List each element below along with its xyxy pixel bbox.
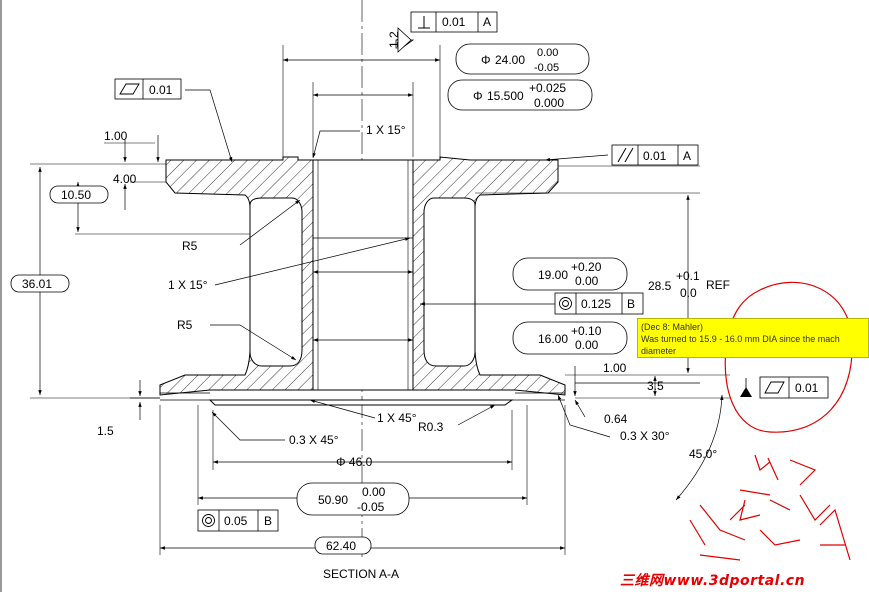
- dim-16: 16.00 +0.10 0.00: [512, 321, 628, 355]
- svg-text:1.00: 1.00: [603, 361, 627, 375]
- dim-19: 19.00 +0.20 0.00: [512, 257, 628, 291]
- watermark: 三维网www.3dportal.cn: [620, 573, 806, 589]
- perp-tol: 0.01: [442, 15, 466, 29]
- dim-50-9: 50.90 0.00 -0.05: [296, 482, 410, 516]
- svg-text:Φ: Φ: [473, 89, 483, 103]
- concentricity-icon: [559, 297, 572, 310]
- svg-text:24.00: 24.00: [495, 53, 525, 67]
- gdt-parallelism: 0.01 A: [611, 144, 699, 166]
- dim-15-5: Φ 15.500 +0.025 0.000: [447, 79, 593, 111]
- svg-text:0.00: 0.00: [537, 47, 558, 59]
- section-label: SECTION A-A: [323, 567, 399, 581]
- svg-text:0.01: 0.01: [643, 149, 667, 163]
- svg-text:50.90: 50.90: [318, 493, 348, 507]
- note-line-1: Was turned to 15.9 - 16.0 mm DIA since t…: [641, 334, 840, 344]
- svg-text:R0.3: R0.3: [418, 420, 444, 434]
- flatness-icon: [119, 83, 140, 95]
- svg-text:3.5: 3.5: [647, 379, 664, 393]
- svg-text:1.5: 1.5: [97, 424, 114, 438]
- svg-text:0.05: 0.05: [224, 514, 248, 528]
- svg-text:1 X 15°: 1 X 15°: [168, 278, 208, 292]
- dim-10-50: 10.50: [49, 185, 109, 204]
- perp-datum: A: [483, 15, 491, 29]
- svg-text:R5: R5: [182, 239, 198, 253]
- svg-text:Φ: Φ: [481, 53, 491, 67]
- svg-text:16.00: 16.00: [538, 332, 568, 346]
- svg-text:36.01: 36.01: [22, 277, 52, 291]
- svg-text:4.00: 4.00: [113, 172, 137, 186]
- svg-text:62.40: 62.40: [326, 539, 356, 553]
- part-right-web-cavity: [423, 197, 476, 367]
- dim-24: Φ 24.00 0.00 -0.05: [455, 43, 590, 75]
- svg-text:0.3 X 30°: 0.3 X 30°: [620, 429, 670, 443]
- part-left-web-cavity: [249, 197, 303, 367]
- svg-text:0.0: 0.0: [680, 286, 697, 300]
- svg-text:1 X 15°: 1 X 15°: [366, 123, 406, 137]
- svg-text:1.00: 1.00: [104, 129, 128, 143]
- svg-text:+0.10: +0.10: [571, 324, 602, 338]
- svg-text:10.50: 10.50: [61, 188, 91, 202]
- svg-text:B: B: [264, 514, 272, 528]
- note-line-2: diameter: [641, 346, 677, 356]
- svg-text:REF: REF: [706, 278, 730, 292]
- svg-text:R5: R5: [177, 318, 193, 332]
- svg-text:0.00: 0.00: [362, 485, 386, 499]
- svg-text:0.000: 0.000: [534, 96, 564, 110]
- svg-text:+0.025: +0.025: [529, 81, 566, 95]
- svg-text:19.00: 19.00: [538, 268, 568, 282]
- svg-text:1 X 45°: 1 X 45°: [377, 411, 417, 425]
- svg-text:15.500: 15.500: [487, 89, 524, 103]
- parallelism-icon: [617, 147, 627, 163]
- svg-text:0.00: 0.00: [575, 274, 599, 288]
- bore: [312, 159, 414, 391]
- gdt-perp: 0.01 A 1.2: [387, 11, 498, 53]
- svg-text:+0.20: +0.20: [571, 260, 602, 274]
- svg-text:0.3 X 45°: 0.3 X 45°: [289, 433, 339, 447]
- svg-text:+0.1: +0.1: [676, 269, 700, 283]
- gdt-flatness-top: 0.01: [114, 78, 182, 100]
- svg-text:A: A: [683, 149, 691, 163]
- gdt-concentricity-inner: 0.125 B: [554, 292, 644, 315]
- svg-text:0.00: 0.00: [575, 338, 599, 352]
- svg-text:0.01: 0.01: [149, 83, 173, 97]
- flatness-icon: [764, 381, 785, 394]
- dim-labels: 1.00 4.00 1 X 15° R5 1 X 15° R5 28.5 +0.…: [97, 123, 730, 581]
- svg-text:45.0°: 45.0°: [689, 447, 717, 461]
- svg-text:-0.05: -0.05: [534, 62, 559, 74]
- svg-text:28.5: 28.5: [648, 279, 672, 293]
- part-section: [159, 156, 566, 406]
- perp-height: 1.2: [387, 31, 401, 48]
- datum-triangle-icon: [740, 387, 752, 397]
- svg-text:-0.05: -0.05: [357, 500, 385, 514]
- concentricity-icon: [202, 514, 215, 527]
- svg-text:0.64: 0.64: [604, 412, 628, 426]
- review-note[interactable]: (Dec 8: Mahler) Was turned to 15.9 - 16.…: [637, 318, 869, 358]
- red-handwriting-markup: [689, 454, 851, 561]
- svg-text:0.125: 0.125: [581, 297, 611, 311]
- note-header: (Dec 8: Mahler): [641, 322, 704, 332]
- dim-36-01: 36.01: [10, 274, 70, 293]
- svg-text:B: B: [627, 297, 635, 311]
- leader-lines: [185, 39, 611, 441]
- gdt-flatness-bottom: 0.01: [740, 376, 829, 399]
- gdt-concentricity-outer: 0.05 B: [197, 509, 279, 532]
- svg-text:0.01: 0.01: [795, 381, 819, 395]
- svg-text:Φ 46.0: Φ 46.0: [336, 455, 373, 469]
- dim-62-4: 62.40: [314, 536, 372, 555]
